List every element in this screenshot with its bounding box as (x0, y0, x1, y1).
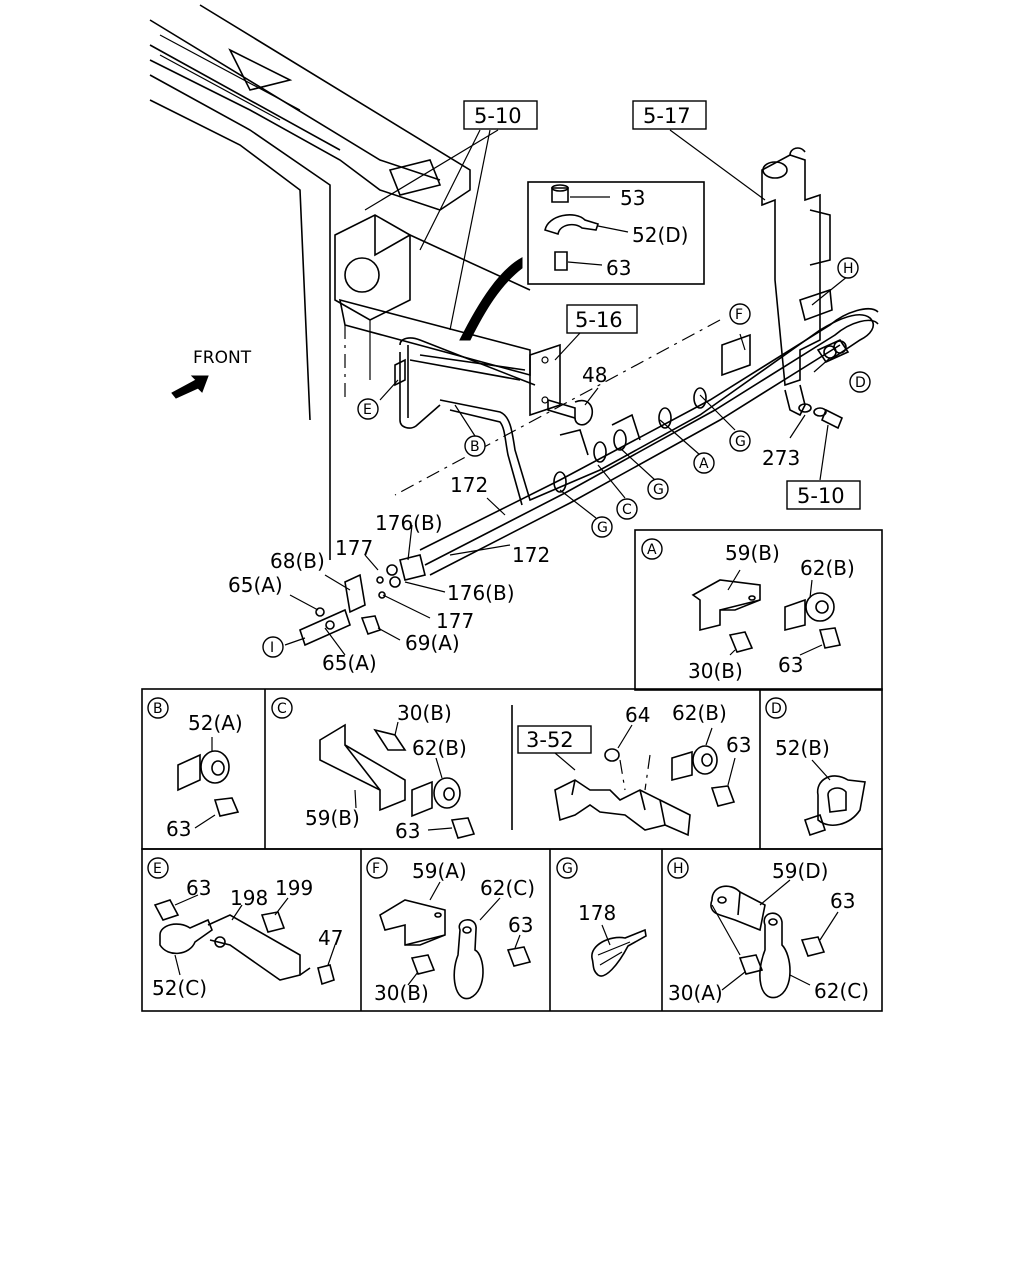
label-172-top: 172 (450, 473, 488, 497)
detail-b: B 52(A) 63 (147, 697, 243, 841)
detail-g: G 178 (556, 857, 647, 977)
label-63-f: 63 (508, 913, 533, 937)
main-part-labels: 48 273 172 172 176(B) 176(B) 177 177 68(… (228, 363, 800, 675)
svg-text:5-10: 5-10 (474, 104, 522, 128)
detail-a: A 59(B) 62(B) 30(B) 63 (641, 538, 855, 683)
front-arrow-icon (171, 375, 209, 399)
svg-text:5-10: 5-10 (797, 484, 845, 508)
label-52d: 52(D) (632, 223, 688, 247)
callout-b: B (470, 439, 480, 455)
label-52c-e: 52(C) (152, 976, 207, 1000)
label-30b-f: 30(B) (374, 981, 429, 1005)
label-30b-a: 30(B) (688, 659, 743, 683)
detail-b-tag: B (153, 701, 163, 717)
label-30a-h: 30(A) (668, 981, 723, 1005)
detail-g-tag: G (562, 861, 573, 877)
label-63-c: 63 (395, 819, 420, 843)
label-65a-bottom: 65(A) (322, 651, 377, 675)
label-48: 48 (582, 363, 607, 387)
ref-box-5-17: 5-17 (632, 100, 766, 201)
label-198: 198 (230, 886, 268, 910)
label-177-bottom: 177 (436, 609, 474, 633)
callout-g-1: G (735, 434, 746, 450)
front-label: FRONT (193, 348, 252, 368)
label-59a-f: 59(A) (412, 859, 467, 883)
label-178: 178 (578, 901, 616, 925)
detail-e-tag: E (153, 861, 162, 877)
detail-3-52: 3-52 64 62(B) 63 (517, 701, 751, 837)
label-273: 273 (762, 446, 800, 470)
ref-3-52: 3-52 (526, 728, 574, 752)
label-63-inset: 63 (606, 256, 631, 280)
callout-f: F (735, 307, 743, 323)
label-62b-mid: 62(B) (672, 701, 727, 725)
label-63-mid: 63 (726, 733, 751, 757)
label-64: 64 (625, 703, 650, 727)
label-53: 53 (620, 186, 645, 210)
label-63-h: 63 (830, 889, 855, 913)
label-62b-c: 62(B) (412, 736, 467, 760)
label-59b-c: 59(B) (305, 806, 360, 830)
brake-pipes (284, 147, 879, 656)
callout-a: A (699, 456, 709, 472)
label-69a: 69(A) (405, 631, 460, 655)
ref-box-5-16: 5-16 (554, 304, 638, 361)
ref-box-5-10-top: 5-10 (364, 100, 538, 331)
detail-d: D 52(B) (765, 697, 866, 837)
inset-53-52d-63: 53 52(D) 63 (459, 181, 705, 341)
label-30b-c: 30(B) (397, 701, 452, 725)
detail-a-tag: A (647, 542, 657, 558)
label-59b-a: 59(B) (725, 541, 780, 565)
label-47: 47 (318, 926, 343, 950)
label-59d-h: 59(D) (772, 859, 828, 883)
callout-h: H (843, 261, 854, 277)
label-176b-top: 176(B) (375, 511, 443, 535)
callout-d: D (855, 375, 866, 391)
detail-c-tag: C (277, 701, 287, 717)
callout-g-2: G (653, 482, 664, 498)
detail-grid (141, 529, 883, 1012)
detail-c: C 30(B) 62(B) 59(B) 63 (271, 697, 476, 843)
svg-text:5-17: 5-17 (643, 104, 691, 128)
callout-markers: E B F H D G A G C G I (262, 257, 871, 658)
label-63-e: 63 (186, 876, 211, 900)
front-direction-arrow: FRONT (171, 348, 252, 399)
label-68b: 68(B) (270, 549, 325, 573)
detail-h-tag: H (673, 861, 684, 877)
label-177-top: 177 (335, 536, 373, 560)
label-176b-bottom: 176(B) (447, 581, 515, 605)
label-65a-top: 65(A) (228, 573, 283, 597)
callout-g-3: G (597, 520, 608, 536)
detail-f-tag: F (372, 861, 380, 877)
callout-e: E (363, 402, 372, 418)
label-52b-d: 52(B) (775, 736, 830, 760)
detail-d-tag: D (771, 701, 782, 717)
label-62b-a: 62(B) (800, 556, 855, 580)
detail-f: F 59(A) 62(C) 63 30(B) (366, 857, 535, 1005)
callout-i: I (270, 640, 274, 656)
label-172-bottom: 172 (512, 543, 550, 567)
label-63-a: 63 (778, 653, 803, 677)
ref-box-5-10-right: 5-10 (786, 424, 861, 510)
label-63-b: 63 (166, 817, 191, 841)
detail-e: E 63 198 199 47 52(C) (147, 857, 343, 1000)
svg-text:5-16: 5-16 (575, 308, 623, 332)
label-62c-f: 62(C) (480, 876, 535, 900)
label-62c-h: 62(C) (814, 979, 869, 1003)
label-199: 199 (275, 876, 313, 900)
detail-h: H 59(D) 63 30(A) 62(C) (667, 857, 869, 1005)
label-52a-b: 52(A) (188, 711, 243, 735)
callout-c: C (622, 502, 632, 518)
